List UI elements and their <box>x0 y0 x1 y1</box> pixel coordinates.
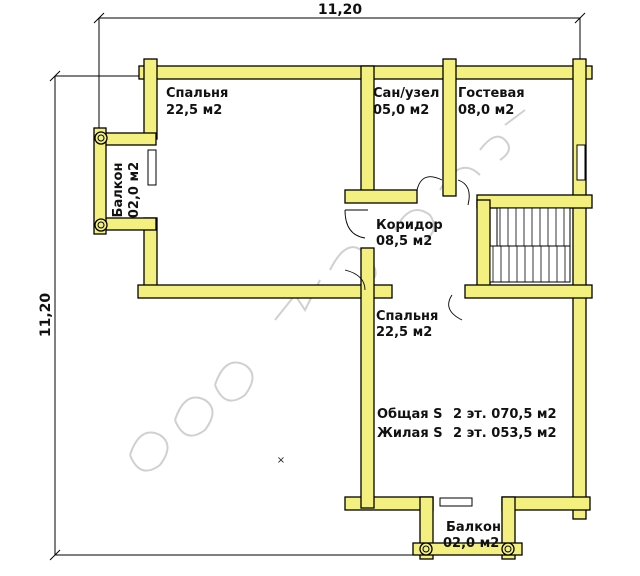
doors <box>344 176 470 321</box>
dimension-lines <box>49 12 586 561</box>
room-area-bedroom-bottom: 22,5 м2 <box>376 325 432 340</box>
total-area-label: Общая S <box>377 407 443 422</box>
room-name-corridor: Коридор <box>376 218 443 233</box>
room-name-bedroom-top: Спальня <box>166 86 228 101</box>
living-area-value: 2 эт. 053,5 м2 <box>453 426 557 441</box>
room-area-balcony-bottom: 02,0 м2 <box>443 536 499 551</box>
total-area-value: 2 эт. 070,5 м2 <box>453 407 557 422</box>
staircase <box>489 207 571 283</box>
wall-knots <box>94 131 515 556</box>
windows <box>147 144 586 507</box>
living-area-label: Жилая S <box>377 426 443 441</box>
room-area-balcony-left: 02,0 м2 <box>127 162 142 218</box>
room-name-guest: Гостевая <box>458 86 525 101</box>
room-name-bathroom: Сан/узел <box>373 86 439 101</box>
room-area-bathroom: 05,0 м2 <box>373 103 429 118</box>
height-dimension-label: 11,20 <box>38 293 54 338</box>
center-mark: × <box>277 455 285 466</box>
room-name-balcony-bottom: Балкон <box>446 520 501 535</box>
room-area-bedroom-top: 22,5 м2 <box>166 103 222 118</box>
room-area-guest: 08,0 м2 <box>458 103 514 118</box>
room-name-bedroom-bottom: Спальня <box>376 309 438 324</box>
walls <box>93 58 593 560</box>
room-area-corridor: 08,5 м2 <box>376 234 432 249</box>
width-dimension-label: 11,20 <box>318 2 363 18</box>
room-name-balcony-left: Балкон <box>111 163 126 218</box>
